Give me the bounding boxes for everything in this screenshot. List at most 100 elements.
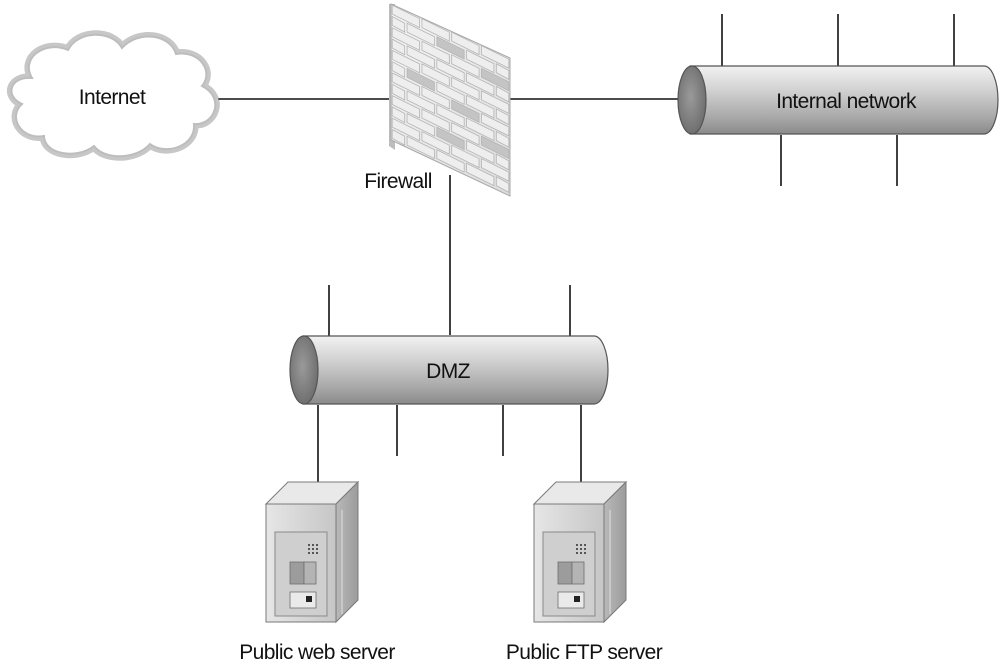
vent-dot — [316, 552, 318, 554]
brick — [481, 45, 510, 69]
drive-bay — [557, 561, 573, 585]
ftp-server-label: Public FTP server — [506, 641, 663, 664]
vent-dot — [580, 552, 582, 554]
pipe-end-cap — [289, 335, 319, 405]
dmz-label: DMZ — [426, 360, 470, 383]
brick — [391, 61, 406, 79]
brick — [421, 108, 450, 133]
vent-dot — [584, 552, 586, 554]
brick — [391, 15, 406, 33]
internet-label: Internet — [79, 86, 146, 109]
wall-bricks — [391, 4, 510, 194]
brick — [406, 67, 435, 92]
drive-bay — [289, 561, 305, 585]
brick — [466, 140, 495, 164]
brick — [391, 4, 420, 29]
drive-bay — [303, 561, 317, 585]
internal-network-label: Internal network — [776, 90, 917, 113]
server-side — [335, 480, 359, 624]
internal-network-pipe: Internal network — [677, 65, 999, 135]
brick — [451, 144, 480, 169]
brick — [436, 103, 465, 128]
brick — [406, 45, 435, 69]
brick — [421, 131, 450, 155]
brick — [451, 54, 480, 78]
vent-dot — [316, 544, 318, 546]
drive-bay — [571, 561, 585, 585]
brick — [436, 126, 465, 151]
vent-dot — [316, 548, 318, 550]
server-icon — [532, 480, 628, 624]
brick — [391, 72, 420, 97]
brick — [391, 49, 420, 74]
vent-dot — [576, 548, 578, 550]
brick — [391, 83, 406, 101]
brick — [466, 72, 495, 96]
vent-dot — [584, 544, 586, 546]
brick — [391, 106, 406, 124]
brick — [436, 81, 465, 105]
brick — [391, 117, 420, 142]
brick — [436, 36, 465, 60]
web-server-label: Public web server — [239, 641, 395, 664]
brick — [421, 63, 450, 87]
brick — [481, 135, 510, 160]
vent-dot — [580, 548, 582, 550]
power-button — [574, 596, 580, 602]
brick — [495, 176, 510, 194]
brick — [436, 149, 465, 173]
server-side — [603, 480, 627, 624]
brick — [495, 153, 510, 171]
brick — [481, 90, 510, 114]
brick — [495, 63, 510, 81]
brick — [406, 135, 435, 160]
brick — [406, 113, 435, 137]
brick — [495, 130, 510, 148]
internet-cloud: Internet — [6, 30, 220, 161]
vent-dot — [312, 552, 314, 554]
brick — [466, 117, 495, 142]
server-panel — [557, 591, 585, 609]
vent-dot — [584, 548, 586, 550]
brick — [466, 94, 495, 119]
vent-dot — [576, 544, 578, 546]
server-panel — [289, 591, 317, 609]
firewall-label: Firewall — [364, 170, 432, 193]
public-ftp-server: Public FTP server — [506, 480, 663, 664]
brick — [481, 112, 510, 137]
vent-dot — [312, 548, 314, 550]
vent-dot — [308, 552, 310, 554]
brick — [406, 22, 435, 47]
vent-dot — [308, 548, 310, 550]
brick — [421, 40, 450, 65]
vent-dot — [312, 544, 314, 546]
brick — [466, 49, 495, 74]
brick — [451, 99, 480, 124]
server-icon — [264, 480, 360, 624]
brick — [391, 38, 406, 56]
brick — [481, 67, 510, 92]
brick — [421, 85, 450, 110]
brick — [451, 121, 480, 146]
brick — [421, 18, 450, 42]
brick — [451, 31, 480, 56]
brick — [481, 158, 510, 182]
power-button — [306, 596, 312, 602]
brick — [451, 76, 480, 101]
brick — [495, 108, 510, 126]
brick — [495, 85, 510, 103]
brick — [391, 94, 420, 119]
vent-dot — [576, 552, 578, 554]
brick — [436, 58, 465, 83]
vent-dot — [580, 544, 582, 546]
public-web-server: Public web server — [239, 480, 396, 664]
firewall: Firewall — [364, 3, 511, 197]
brick — [391, 27, 420, 51]
brick — [406, 90, 435, 115]
brick — [466, 162, 495, 187]
vent-dot — [308, 544, 310, 546]
brick — [391, 128, 406, 146]
pipe-end-cap — [677, 65, 707, 135]
network-drops — [328, 14, 955, 456]
